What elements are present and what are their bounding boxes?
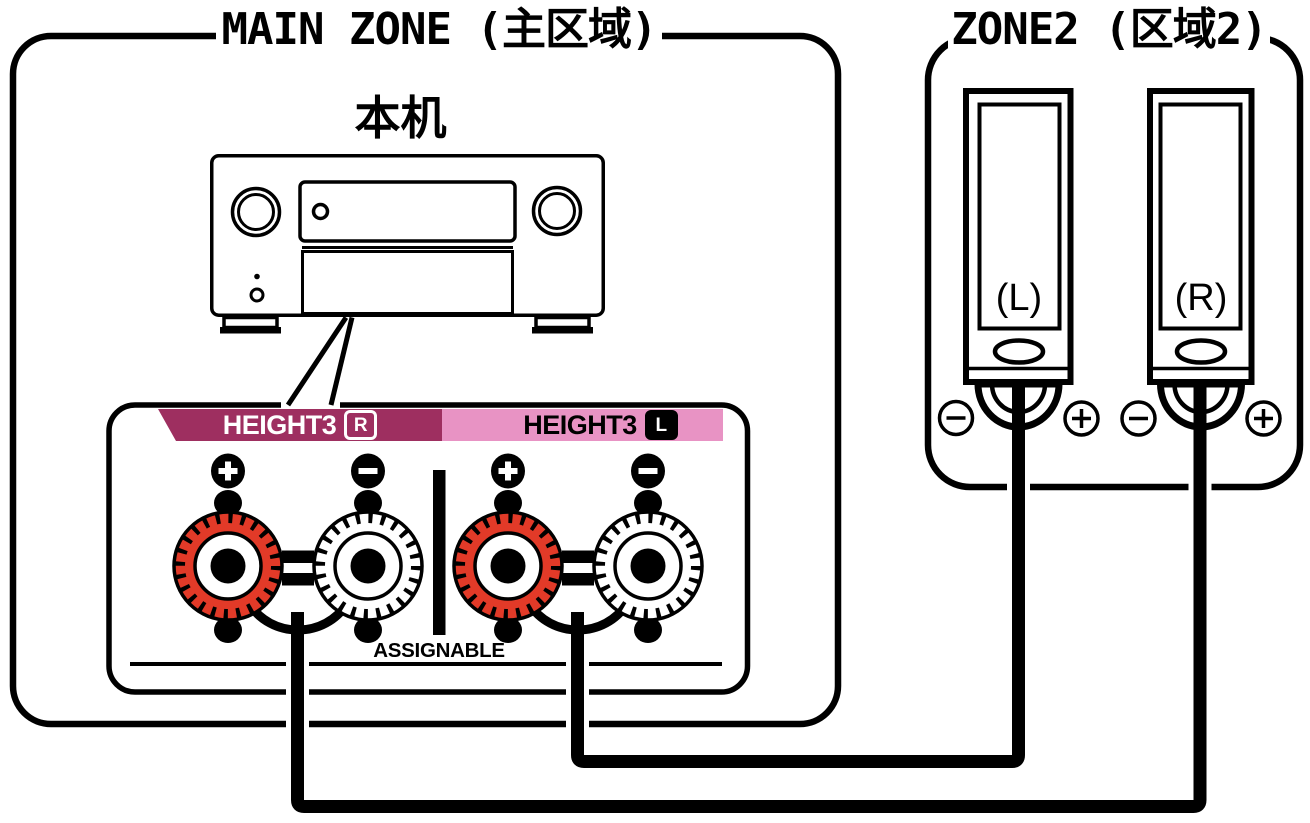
terminal-l-minus xyxy=(592,453,704,643)
terminal-knurl xyxy=(594,512,702,620)
speaker-cables xyxy=(286,382,1212,818)
speaker-right-label: (R) xyxy=(1174,277,1228,319)
power-led xyxy=(254,273,260,280)
terminal-knurl xyxy=(454,512,562,620)
height3-r-text: HEIGHT3 xyxy=(222,409,337,440)
connector-right-pair-bottom xyxy=(282,573,314,586)
height3-l-text: HEIGHT3 xyxy=(523,409,637,440)
callout-pointer-gap xyxy=(281,398,340,409)
right-foot-base xyxy=(532,327,593,334)
cable-right-channel xyxy=(291,382,1207,813)
channel-l-badge: L xyxy=(644,410,678,440)
speaker-left-port xyxy=(992,338,1046,365)
left-knob-inner xyxy=(237,193,275,231)
terminal-top-nub xyxy=(354,490,382,516)
height3-l-banner-label: HEIGHT3 L xyxy=(442,409,723,441)
terminal-connectors xyxy=(282,550,594,586)
terminal-center xyxy=(630,548,666,584)
terminal-bottom-nub xyxy=(214,617,242,643)
terminal-r-minus xyxy=(312,453,424,643)
connector-left-pair-top xyxy=(562,550,594,563)
terminal-center xyxy=(490,548,526,584)
terminal-bottom-nub xyxy=(634,617,662,643)
power-button xyxy=(249,287,265,303)
connector-right-pair-top xyxy=(282,550,314,563)
right-foot xyxy=(534,315,591,330)
terminal-center xyxy=(350,548,386,584)
display-panel xyxy=(298,180,517,243)
terminal-bottom-nub xyxy=(494,617,522,643)
terminal-knurl xyxy=(174,512,282,620)
speaker-left xyxy=(937,88,1100,437)
right-knob-inner xyxy=(538,192,576,230)
assignable-label: ASSIGNABLE xyxy=(373,639,505,662)
terminal-l-plus xyxy=(452,453,564,643)
speaker-right-port xyxy=(1174,338,1228,365)
terminal-top-nub xyxy=(634,490,662,516)
zone2-title: ZONE2 (区域2) xyxy=(948,4,1270,56)
receiver xyxy=(210,154,605,334)
pair-divider-bar xyxy=(433,470,446,635)
display-button xyxy=(311,202,330,221)
speaker-left-baffle xyxy=(977,102,1062,331)
terminal-top-nub xyxy=(494,490,522,516)
terminal-top-nub xyxy=(214,490,242,516)
callout-pointer-right xyxy=(328,316,355,406)
terminal-bottom-nub xyxy=(354,617,382,643)
left-foot xyxy=(222,315,279,330)
unit-label: 本机 xyxy=(354,91,447,145)
connector-left-pair-bottom xyxy=(562,573,594,586)
front-flap xyxy=(301,250,514,315)
speaker-right-baffle xyxy=(1158,102,1243,331)
terminal-knurl xyxy=(314,512,422,620)
speaker-right xyxy=(1120,88,1282,437)
channel-r-badge: R xyxy=(344,410,378,440)
speaker-left-label: (L) xyxy=(995,277,1043,319)
height3-r-banner xyxy=(158,409,442,441)
terminal-r-plus xyxy=(172,453,284,643)
main-zone-title: MAIN ZONE (主区域) xyxy=(216,4,662,56)
cable-left-channel xyxy=(571,382,1025,768)
left-foot-base xyxy=(220,327,281,334)
callout-pointer-left xyxy=(285,316,349,407)
height3-r-banner-label: HEIGHT3 R xyxy=(158,409,442,441)
terminal-center xyxy=(210,548,246,584)
